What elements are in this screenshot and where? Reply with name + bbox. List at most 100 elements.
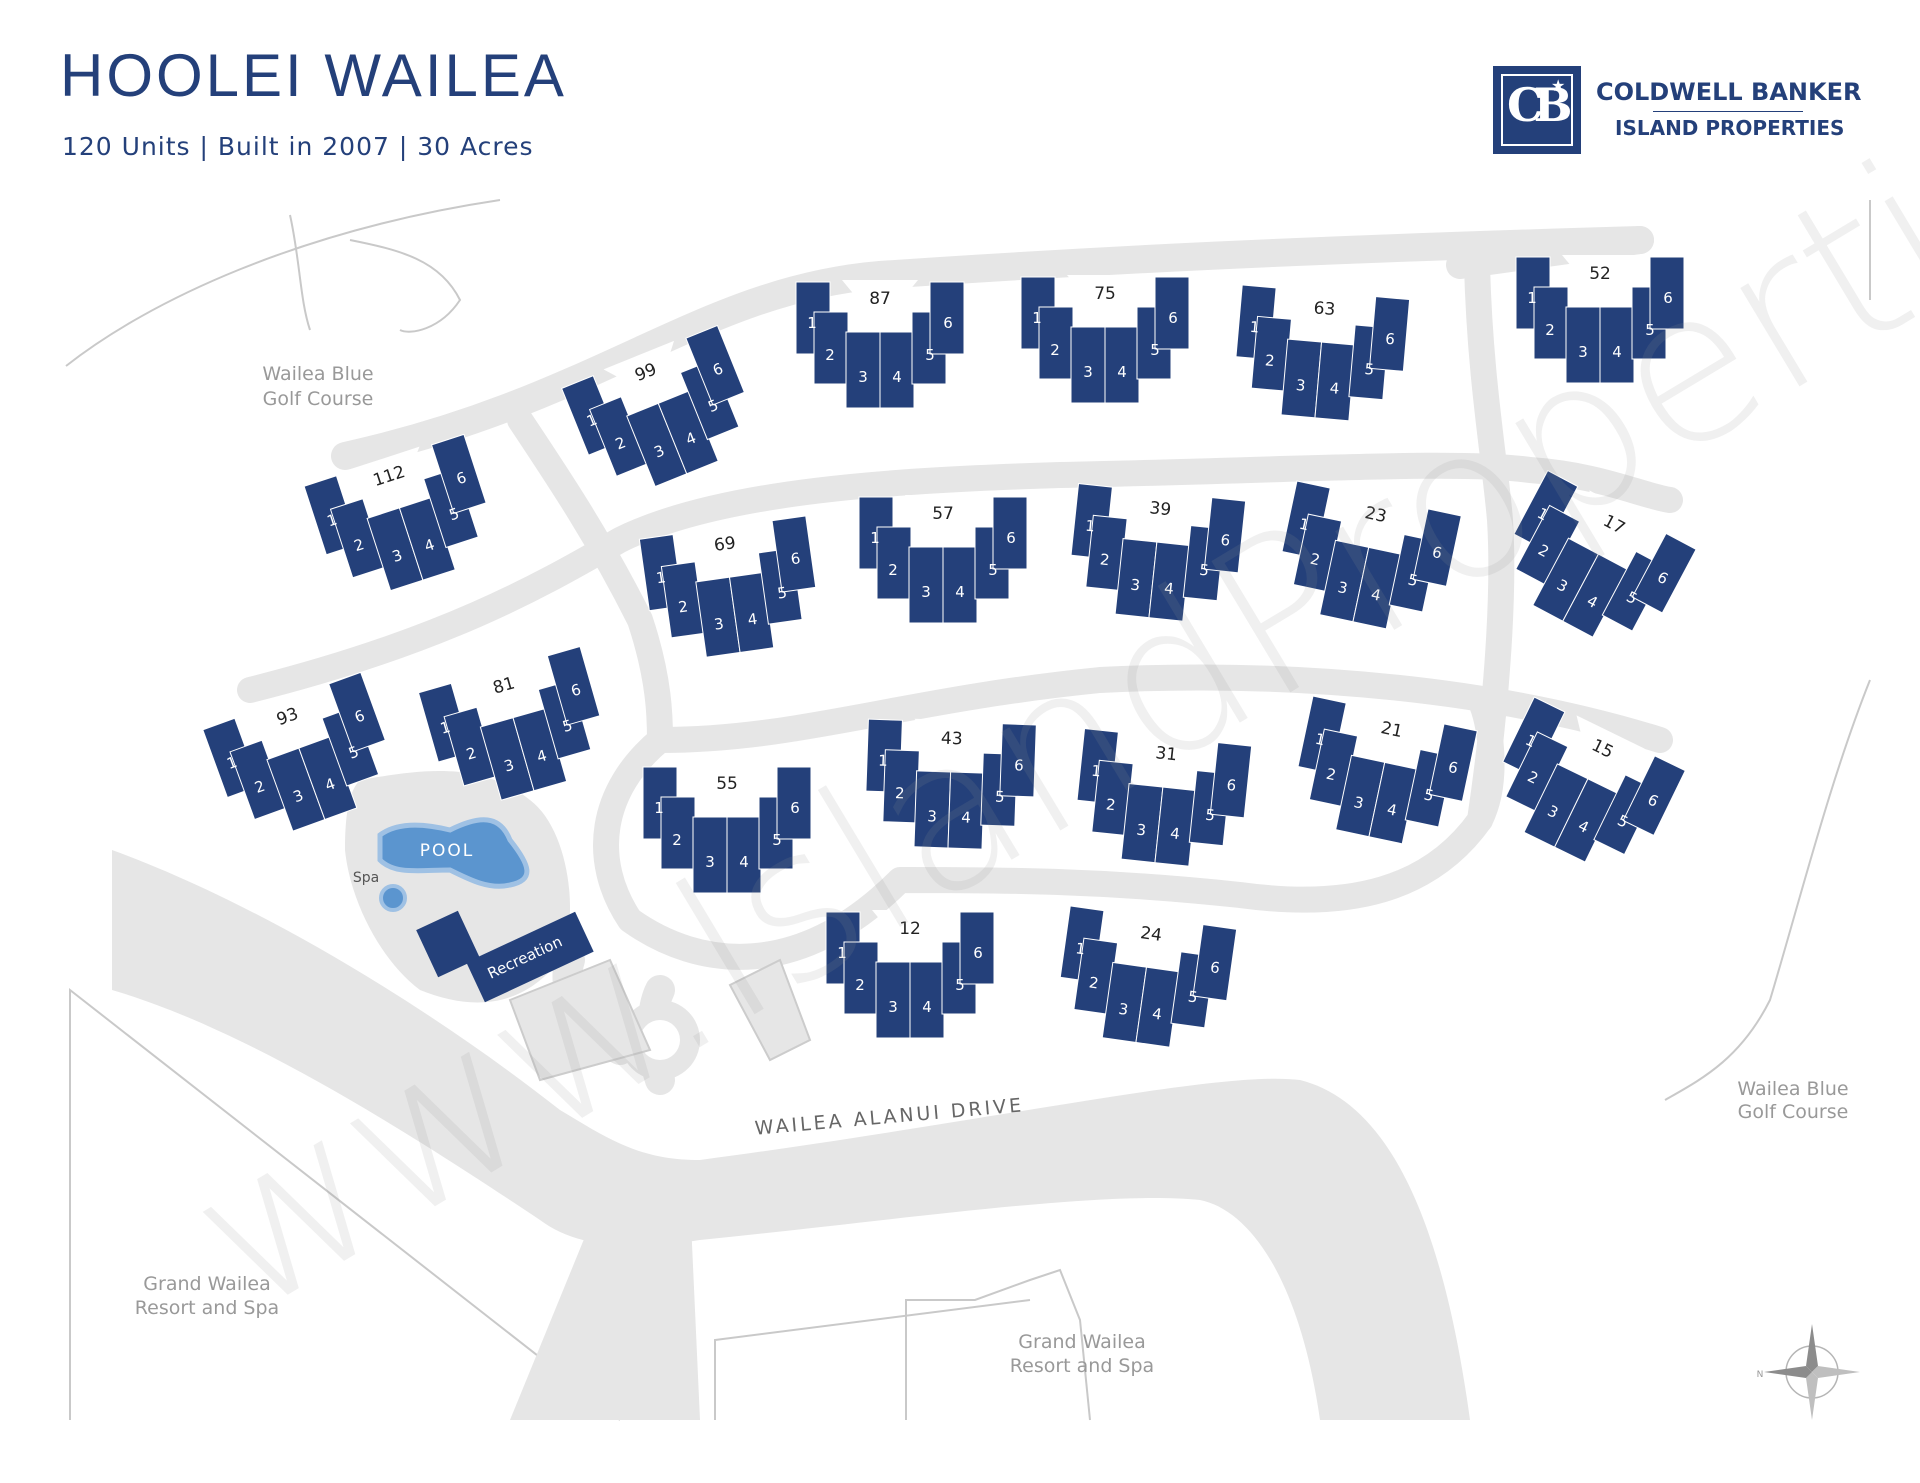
unit-52-2[interactable]: [1533, 286, 1569, 360]
unit-112-6[interactable]: [430, 433, 487, 514]
building-notch: [905, 495, 981, 541]
unit-57-4[interactable]: [942, 546, 978, 624]
unit-87-6[interactable]: [929, 281, 965, 355]
unit-75-3[interactable]: [1070, 326, 1106, 404]
unit-12-2[interactable]: [843, 941, 879, 1015]
building-number-label: 12: [899, 919, 921, 939]
unit-57-2[interactable]: [876, 526, 912, 600]
unit-75-2[interactable]: [1038, 306, 1074, 380]
unit-12-4[interactable]: [909, 961, 945, 1039]
unit-label: 2: [1264, 351, 1275, 370]
compass-n-label: N: [1757, 1370, 1764, 1380]
building-number-label: 31: [1155, 743, 1179, 765]
unit-label: 4: [961, 808, 971, 826]
unit-label: 3: [858, 368, 868, 386]
golf-right-label-2: Golf Course: [1738, 1101, 1849, 1123]
unit-label: 4: [1385, 800, 1398, 820]
unit-12-6[interactable]: [959, 911, 995, 985]
unit-55-6[interactable]: [776, 766, 812, 840]
unit-43-6[interactable]: [999, 723, 1037, 798]
unit-label: 4: [922, 998, 932, 1016]
unit-99-6[interactable]: [685, 324, 746, 406]
building-notch: [462, 657, 536, 712]
unit-label: 6: [1014, 756, 1024, 774]
unit-39-6[interactable]: [1203, 497, 1247, 574]
building-notch: [1589, 490, 1657, 549]
unit-87-3[interactable]: [845, 331, 881, 409]
unit-55-2[interactable]: [660, 796, 696, 870]
unit-75-6[interactable]: [1154, 276, 1190, 350]
unit-label: 3: [1117, 1000, 1129, 1019]
unit-label: 3: [713, 615, 725, 634]
unit-93-6[interactable]: [328, 671, 386, 753]
unit-81-6[interactable]: [546, 645, 601, 726]
unit-label: 1: [655, 568, 667, 587]
unit-52-4[interactable]: [1599, 306, 1635, 384]
unit-55-4[interactable]: [726, 816, 762, 894]
unit-label: 4: [1369, 585, 1382, 605]
unit-label: 1: [1091, 762, 1102, 781]
unit-57-3[interactable]: [908, 546, 944, 624]
unit-52-6[interactable]: [1649, 256, 1685, 330]
entry-road: [510, 1200, 700, 1420]
logo-line-2: ISLAND PROPERTIES: [1615, 116, 1845, 140]
compass-rose-icon: [1764, 1324, 1860, 1420]
unit-label: 6: [1168, 309, 1178, 327]
unit-87-4[interactable]: [879, 331, 915, 409]
unit-63-6[interactable]: [1368, 296, 1411, 372]
unit-label: 2: [677, 597, 689, 616]
unit-label: 2: [895, 784, 905, 802]
unit-75-4[interactable]: [1104, 326, 1140, 404]
unit-69-6[interactable]: [771, 515, 817, 593]
unit-label: 6: [1220, 531, 1231, 550]
unit-21-6[interactable]: [1428, 723, 1478, 802]
unit-23-6[interactable]: [1412, 508, 1462, 587]
golf-right-label-1: Wailea Blue: [1737, 1078, 1848, 1100]
unit-15-6[interactable]: [1622, 755, 1686, 837]
unit-label: 5: [925, 346, 935, 364]
unit-31-6[interactable]: [1209, 742, 1253, 819]
unit-24-6[interactable]: [1192, 924, 1238, 1002]
unit-label: 4: [1612, 343, 1622, 361]
building-number-label: 55: [716, 774, 738, 794]
building-number-label: 24: [1139, 923, 1163, 946]
unit-label: 3: [1352, 793, 1365, 813]
building-notch: [914, 718, 991, 767]
unit-label: 5: [560, 716, 574, 736]
unit-label: 4: [535, 746, 549, 766]
page-title: HOOLEI WAILEA: [60, 42, 567, 109]
unit-57-6[interactable]: [992, 496, 1028, 570]
unit-label: 1: [837, 944, 847, 962]
unit-label: 4: [955, 583, 965, 601]
unit-12-3[interactable]: [875, 961, 911, 1039]
resort-center-label-2: Resort and Spa: [1010, 1355, 1154, 1377]
unit-87-2[interactable]: [813, 311, 849, 385]
unit-17-6[interactable]: [1631, 532, 1697, 614]
unit-label: 5: [1199, 561, 1210, 580]
unit-label: 2: [1105, 795, 1116, 814]
star-icon: ★: [1551, 78, 1566, 95]
building-notch: [1358, 703, 1433, 757]
unit-55-3[interactable]: [692, 816, 728, 894]
building-number-label: 52: [1589, 264, 1611, 284]
